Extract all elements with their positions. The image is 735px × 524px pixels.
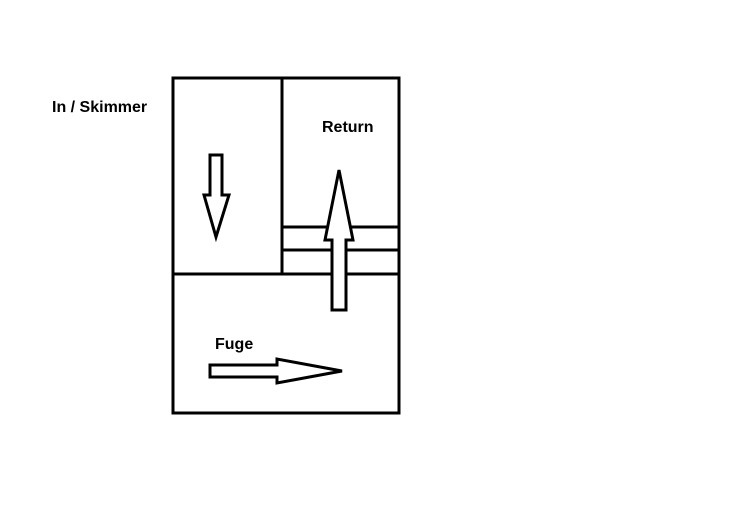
label-in-skimmer: In / Skimmer: [52, 99, 148, 116]
tank-outline: [171, 76, 401, 415]
label-fuge: Fuge: [215, 336, 254, 353]
arrow-up-icon: [323, 169, 355, 312]
label-return: Return: [322, 119, 374, 136]
arrow-right-icon: [208, 357, 343, 385]
arrow-down-icon: [202, 153, 232, 243]
